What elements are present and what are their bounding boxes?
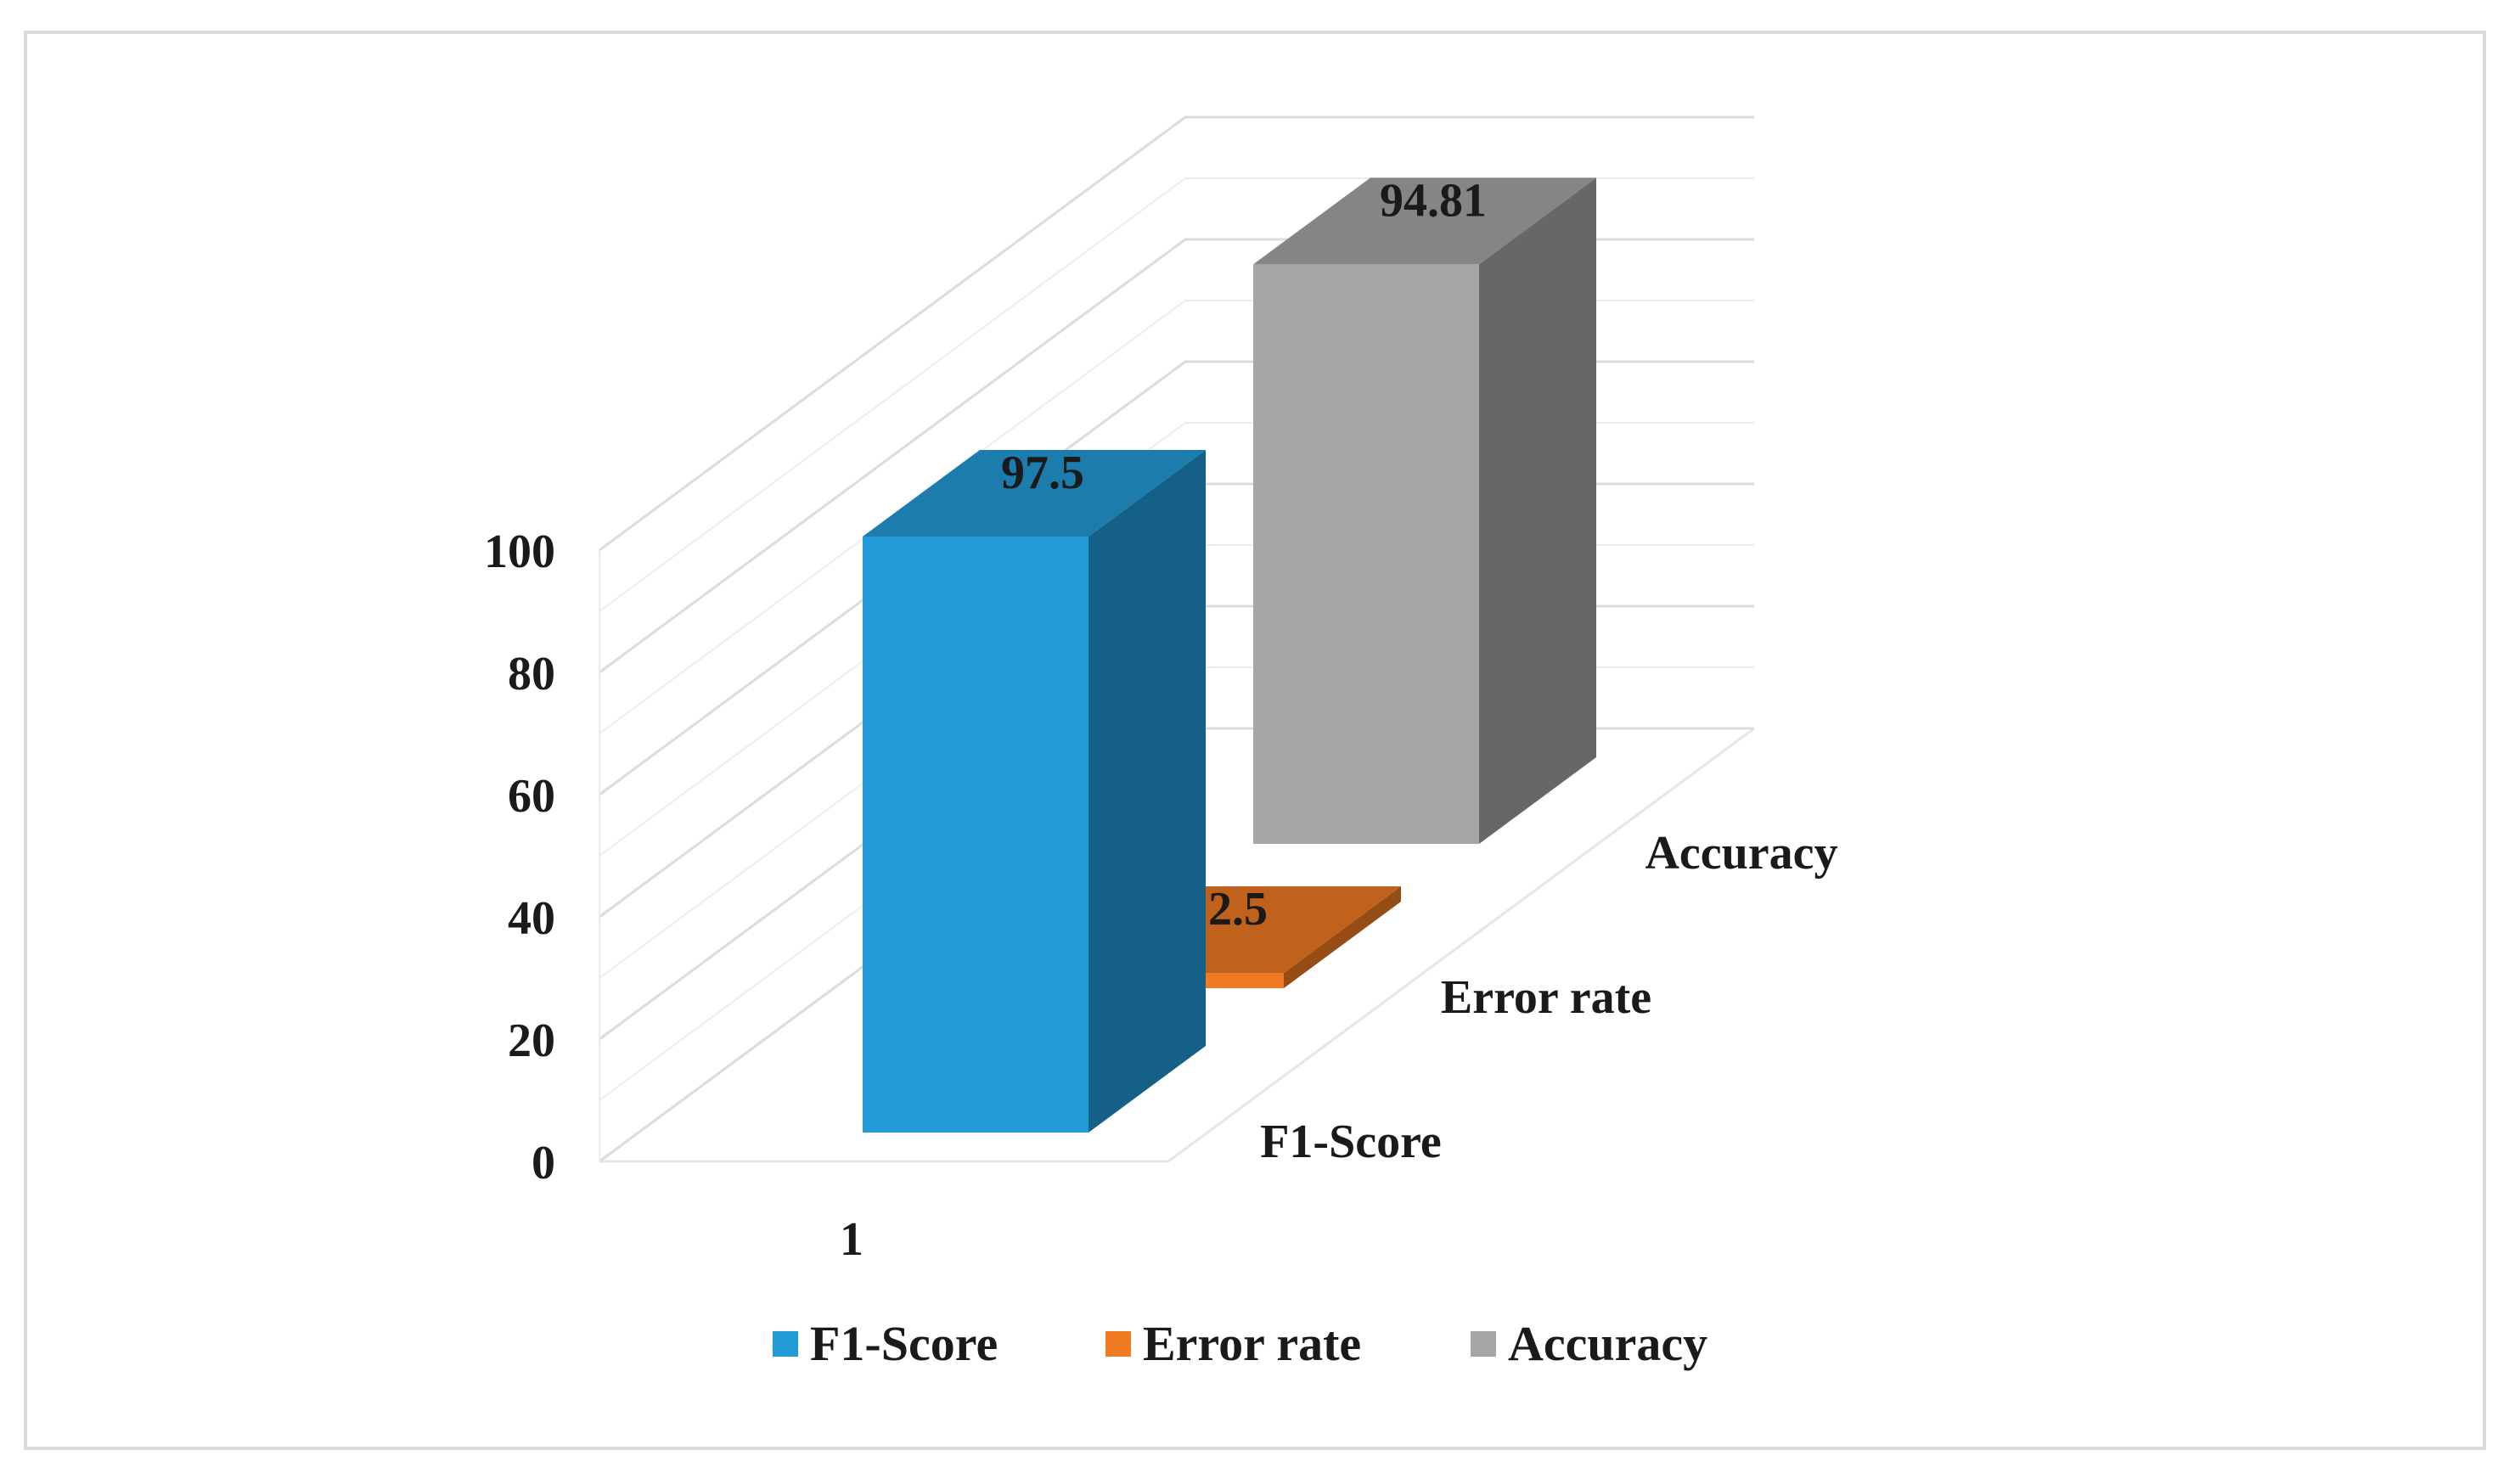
data-label-f1-score: 97.5 bbox=[1001, 447, 1084, 499]
data-label-accuracy: 94.81 bbox=[1380, 174, 1487, 227]
legend-item-accuracy: Accuracy bbox=[1471, 1316, 1707, 1371]
data-label-error-rate: 2.5 bbox=[1208, 883, 1268, 936]
bar-front-face bbox=[863, 537, 1089, 1133]
legend-label: Accuracy bbox=[1508, 1316, 1707, 1371]
legend: F1-Score Error rate Accuracy bbox=[773, 1316, 1707, 1371]
bar-side-face bbox=[1479, 177, 1596, 844]
bar-f1-score bbox=[863, 450, 1206, 1133]
bar-side-face bbox=[1089, 450, 1206, 1133]
bar-top-face bbox=[1253, 177, 1596, 265]
bar-top-face bbox=[863, 450, 1206, 537]
legend-swatch bbox=[1471, 1331, 1496, 1357]
y-tick-label: 60 bbox=[508, 770, 555, 823]
legend-label: Error rate bbox=[1143, 1316, 1361, 1371]
y-tick-label: 100 bbox=[484, 526, 555, 578]
x-category-label: 1 bbox=[840, 1213, 864, 1266]
y-tick-label: 0 bbox=[532, 1137, 555, 1189]
bars bbox=[863, 177, 1596, 1133]
y-tick-label: 40 bbox=[508, 892, 555, 945]
legend-swatch bbox=[1105, 1331, 1131, 1357]
legend-label: F1-Score bbox=[810, 1316, 998, 1371]
gridline-100 bbox=[599, 115, 1754, 552]
floor-right-edge bbox=[1167, 727, 1755, 1163]
bar-front-face bbox=[1253, 264, 1479, 844]
labels: 94.81 2.5 97.5 0 20 40 60 80 100 1 F1-Score Error r… bbox=[484, 174, 1838, 1266]
y-tick-label: 20 bbox=[508, 1015, 555, 1067]
y-tick-label: 80 bbox=[508, 648, 555, 700]
depth-category-label: Accuracy bbox=[1645, 827, 1837, 880]
legend-item-f1-score: F1-Score bbox=[773, 1316, 998, 1371]
legend-swatch bbox=[773, 1331, 798, 1357]
depth-category-label: F1-Score bbox=[1260, 1116, 1442, 1168]
bar-accuracy bbox=[1253, 177, 1596, 844]
bar-side-face bbox=[1284, 886, 1401, 988]
legend-item-error-rate: Error rate bbox=[1105, 1316, 1361, 1371]
depth-category-label: Error rate bbox=[1441, 971, 1651, 1024]
